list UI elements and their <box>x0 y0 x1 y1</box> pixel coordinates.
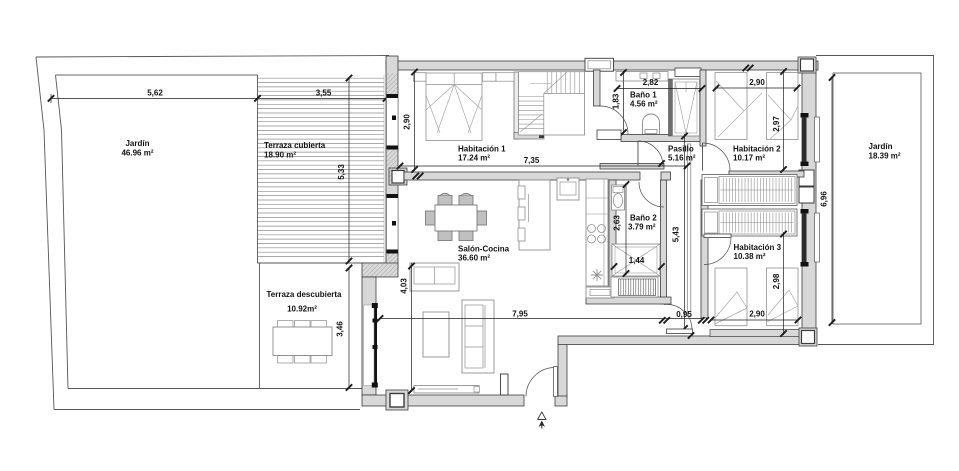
svg-text:Habitación 2: Habitación 2 <box>733 145 781 154</box>
svg-text:4,03: 4,03 <box>400 278 409 294</box>
svg-text:2,97: 2,97 <box>772 116 781 132</box>
svg-text:6,96: 6,96 <box>820 191 829 207</box>
svg-text:46.96 m²: 46.96 m² <box>121 149 153 158</box>
svg-text:4.56 m²: 4.56 m² <box>630 100 658 109</box>
svg-text:2,90: 2,90 <box>749 310 765 319</box>
svg-text:Pasillo: Pasillo <box>668 145 694 154</box>
svg-text:7,35: 7,35 <box>524 156 540 165</box>
svg-text:3,55: 3,55 <box>316 89 332 98</box>
svg-text:7,95: 7,95 <box>512 310 528 319</box>
svg-text:Jardín: Jardín <box>869 142 893 151</box>
svg-text:Baño 2: Baño 2 <box>630 214 657 223</box>
svg-text:2,98: 2,98 <box>772 273 781 289</box>
svg-text:5,43: 5,43 <box>672 226 681 242</box>
svg-text:Baño 1: Baño 1 <box>630 91 657 100</box>
svg-text:10.92m²: 10.92m² <box>287 305 317 314</box>
svg-text:Jardín: Jardín <box>125 139 149 148</box>
svg-text:36.60 m²: 36.60 m² <box>458 254 490 263</box>
svg-text:5.16 m²: 5.16 m² <box>668 154 696 163</box>
svg-text:3.79 m²: 3.79 m² <box>628 223 656 232</box>
svg-text:5,33: 5,33 <box>337 164 346 180</box>
svg-text:2,90: 2,90 <box>403 114 412 130</box>
svg-text:0,95: 0,95 <box>676 310 692 319</box>
svg-text:17.24 m²: 17.24 m² <box>458 154 490 163</box>
svg-text:Terraza descubierta: Terraza descubierta <box>267 290 343 299</box>
svg-text:18.90 m²: 18.90 m² <box>264 151 296 160</box>
svg-text:Habitación 1: Habitación 1 <box>458 145 506 154</box>
svg-text:2,63: 2,63 <box>613 215 622 231</box>
svg-text:10.38 m²: 10.38 m² <box>734 252 766 261</box>
svg-text:2,90: 2,90 <box>749 78 765 87</box>
svg-text:Habitación 3: Habitación 3 <box>734 243 782 252</box>
svg-text:Salón-Cocina: Salón-Cocina <box>458 245 510 254</box>
svg-text:1,44: 1,44 <box>629 256 645 265</box>
svg-text:5,62: 5,62 <box>147 89 163 98</box>
svg-text:3,46: 3,46 <box>336 321 345 337</box>
svg-text:10.17 m²: 10.17 m² <box>733 154 765 163</box>
svg-text:18.39 m²: 18.39 m² <box>869 152 901 161</box>
svg-text:2,82: 2,82 <box>643 78 659 87</box>
svg-text:1,83: 1,83 <box>612 93 621 109</box>
svg-text:Terraza cubierta: Terraza cubierta <box>264 141 326 150</box>
